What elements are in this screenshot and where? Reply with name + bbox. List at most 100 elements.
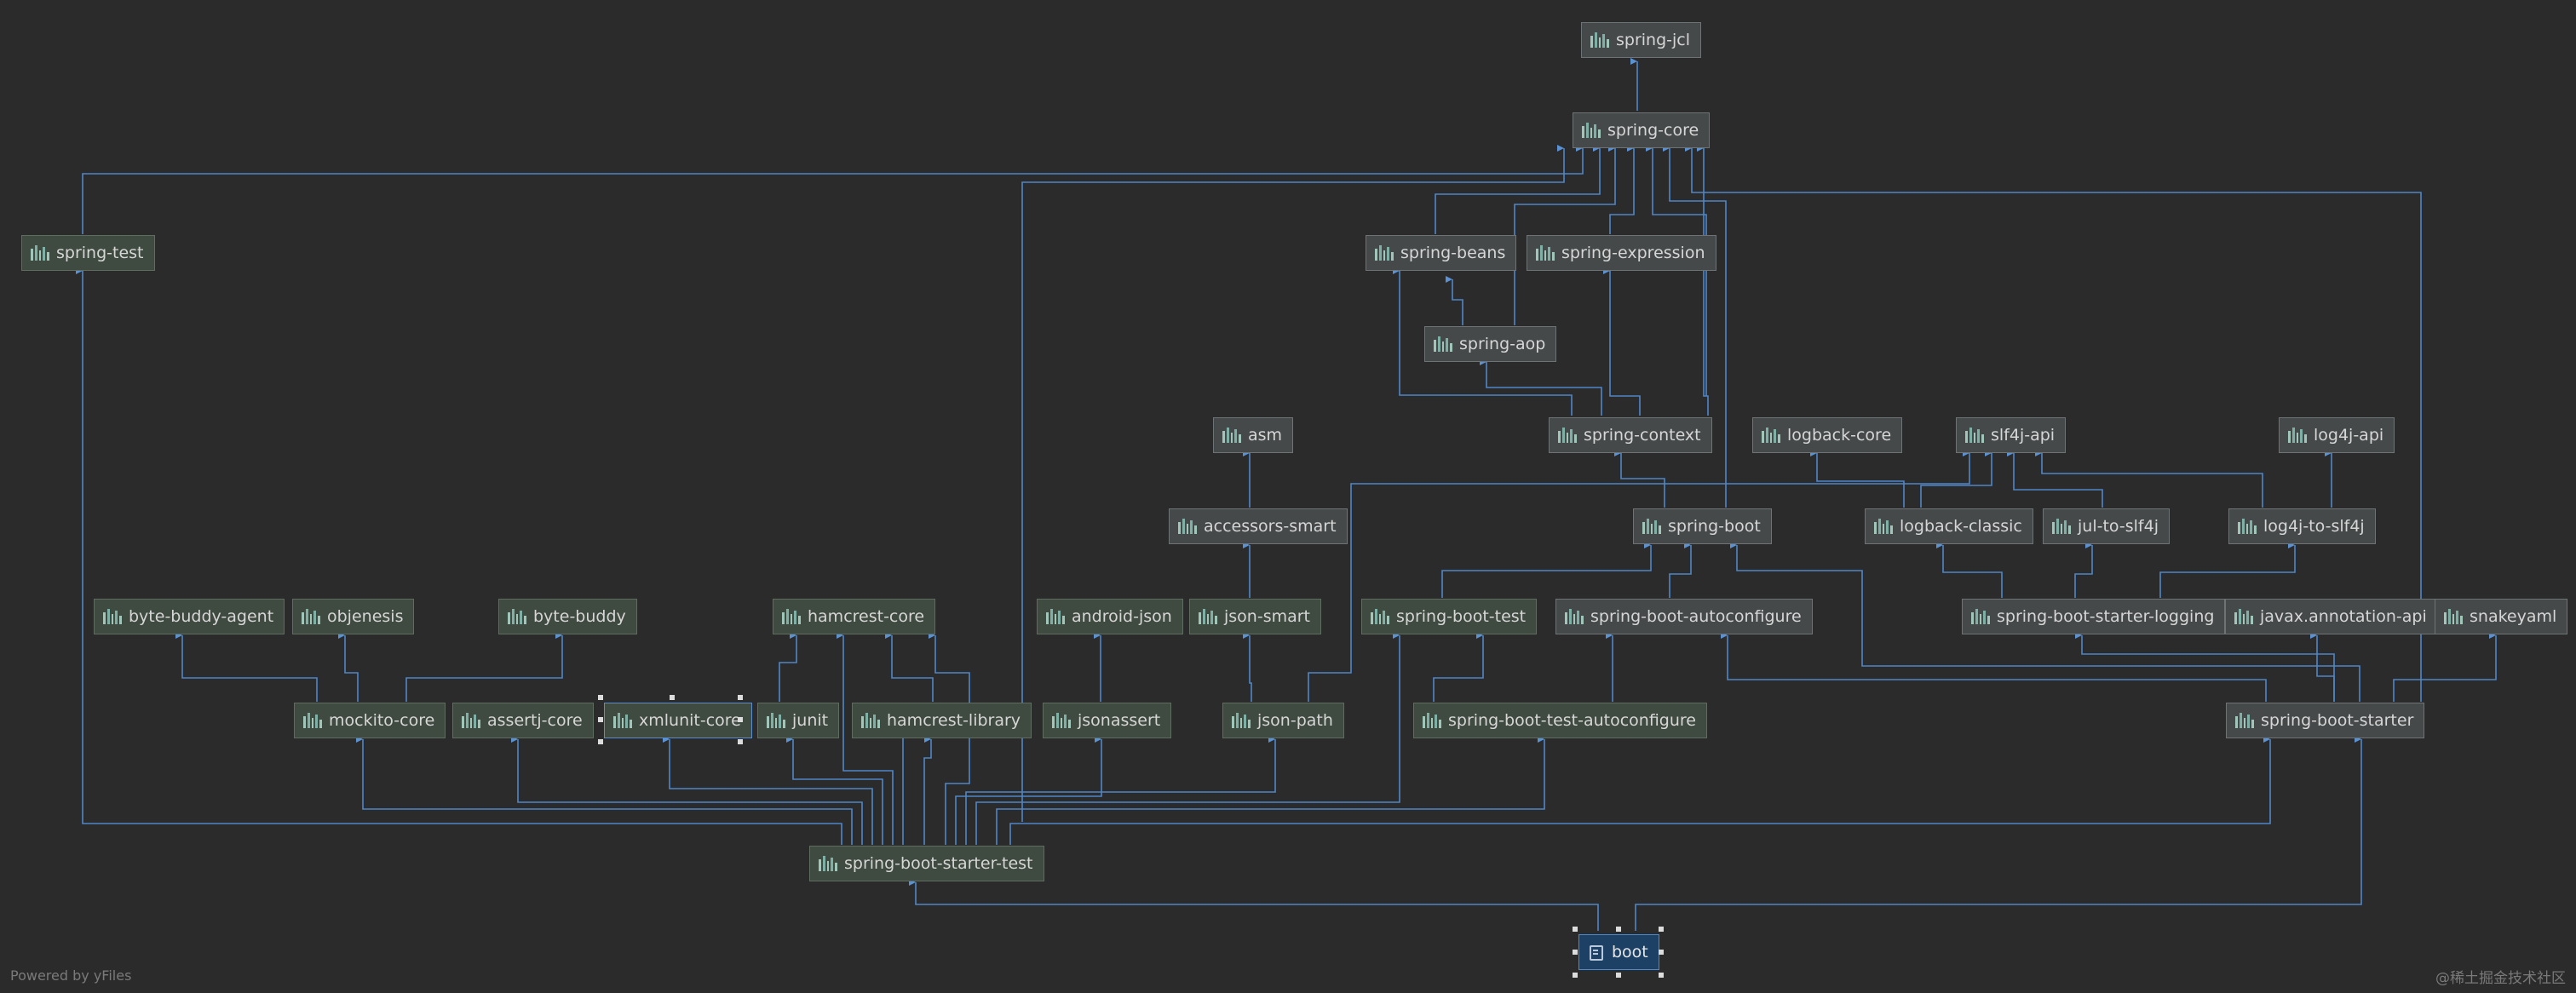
edge [1603, 267, 1641, 416]
node-spring-core[interactable]: spring-core [1573, 112, 1711, 148]
node-spring-boot-test[interactable]: spring-boot-test [1361, 599, 1538, 634]
node-asm[interactable]: asm [1213, 417, 1294, 453]
node-spring-aop[interactable]: spring-aop [1424, 326, 1557, 362]
node-logback-core[interactable]: logback-core [1752, 417, 1903, 453]
edge [1614, 450, 1665, 508]
library-icon [1052, 713, 1071, 728]
library-icon [1375, 245, 1394, 261]
selection-handle[interactable] [1659, 950, 1664, 955]
selection-handle[interactable] [598, 695, 603, 700]
library-icon [508, 609, 526, 624]
selection-handle[interactable] [598, 717, 603, 722]
node-byte-buddy[interactable]: byte-buddy [498, 599, 637, 634]
node-spring-boot[interactable]: spring-boot [1633, 508, 1772, 544]
node-json-smart[interactable]: json-smart [1189, 599, 1322, 634]
node-spring-context[interactable]: spring-context [1549, 417, 1712, 453]
node-spring-boot-starter[interactable]: spring-boot-starter [2226, 703, 2425, 738]
library-icon [1965, 428, 1984, 443]
library-icon [2444, 609, 2463, 624]
library-icon [613, 713, 632, 728]
node-boot-root[interactable]: boot [1578, 934, 1659, 970]
node-junit[interactable]: junit [757, 703, 840, 738]
node-snakeyaml[interactable]: snakeyaml [2435, 599, 2568, 634]
node-spring-boot-test-autoconfigure[interactable]: spring-boot-test-autoconfigure [1413, 703, 1707, 738]
node-accessors-smart[interactable]: accessors-smart [1169, 508, 1348, 544]
library-icon [1582, 123, 1601, 138]
edge [1663, 145, 1727, 508]
library-icon [2288, 428, 2307, 443]
edge [663, 736, 873, 845]
edge [2075, 632, 2335, 702]
edge [1435, 145, 1601, 234]
edge [1021, 145, 1565, 822]
edge [837, 632, 894, 845]
library-icon [819, 856, 837, 871]
edge [786, 736, 883, 845]
library-icon [782, 609, 801, 624]
library-icon [2235, 713, 2254, 728]
node-log4j-api[interactable]: log4j-api [2279, 417, 2395, 453]
edge [1433, 632, 1484, 702]
edge [511, 736, 863, 845]
selection-handle[interactable] [1573, 973, 1578, 978]
node-jsonassert[interactable]: jsonassert [1043, 703, 1172, 738]
edge [1635, 736, 2362, 931]
node-spring-boot-starter-test[interactable]: spring-boot-starter-test [809, 846, 1044, 881]
node-hamcrest-library[interactable]: hamcrest-library [852, 703, 1032, 738]
powered-by-label: Powered by yFiles [10, 967, 132, 984]
node-mockito-core[interactable]: mockito-core [294, 703, 446, 738]
node-logback-classic[interactable]: logback-classic [1865, 508, 2033, 544]
edge [175, 632, 318, 702]
selection-handle[interactable] [1659, 927, 1664, 932]
edge [965, 736, 1276, 845]
library-icon [1565, 609, 1584, 624]
edge [1609, 145, 1635, 234]
edge [1646, 145, 1707, 396]
edge [1920, 450, 1992, 508]
edge [2310, 632, 2335, 702]
edge [1685, 145, 2422, 702]
selection-handle[interactable] [670, 695, 675, 700]
node-json-path[interactable]: json-path [1222, 703, 1344, 738]
selection-handle[interactable] [1659, 973, 1664, 978]
selection-handle[interactable] [1573, 950, 1578, 955]
edge [1308, 450, 1970, 702]
library-icon [1178, 519, 1197, 534]
edge [2007, 450, 2103, 508]
edge [1441, 542, 1652, 598]
library-icon [1971, 609, 1990, 624]
node-jul-to-slf4j[interactable]: jul-to-slf4j [2043, 508, 2170, 544]
node-hamcrest-core[interactable]: hamcrest-core [773, 599, 936, 634]
edge [1721, 632, 2267, 702]
node-assertj-core[interactable]: assertj-core [452, 703, 594, 738]
node-spring-expression[interactable]: spring-expression [1527, 235, 1716, 271]
node-spring-test[interactable]: spring-test [21, 235, 155, 271]
node-javax-annotation-api[interactable]: javax.annotation-api [2225, 599, 2438, 634]
selection-handle[interactable] [738, 717, 743, 722]
edge [338, 632, 359, 702]
library-icon [1762, 428, 1780, 443]
node-log4j-to-slf4j[interactable]: log4j-to-slf4j [2228, 508, 2376, 544]
selection-handle[interactable] [738, 739, 743, 744]
selection-handle[interactable] [598, 739, 603, 744]
node-spring-boot-autoconfigure[interactable]: spring-boot-autoconfigure [1555, 599, 1813, 634]
node-spring-beans[interactable]: spring-beans [1366, 235, 1517, 271]
library-icon [1222, 428, 1241, 443]
node-slf4j-api[interactable]: slf4j-api [1956, 417, 2067, 453]
node-spring-jcl[interactable]: spring-jcl [1581, 22, 1702, 58]
node-android-json[interactable]: android-json [1037, 599, 1183, 634]
selection-handle[interactable] [738, 695, 743, 700]
edge [975, 632, 1400, 845]
selection-handle[interactable] [1616, 973, 1621, 978]
node-objenesis[interactable]: objenesis [292, 599, 415, 634]
node-xmlunit-core[interactable]: xmlunit-core [604, 703, 752, 738]
selection-handle[interactable] [1573, 927, 1578, 932]
edge [76, 267, 842, 845]
selection-handle[interactable] [1616, 927, 1621, 932]
node-spring-boot-starter-logging[interactable]: spring-boot-starter-logging [1962, 599, 2226, 634]
library-icon [1232, 713, 1251, 728]
edge [1480, 359, 1602, 416]
library-icon [1046, 609, 1065, 624]
node-byte-buddy-agent[interactable]: byte-buddy-agent [94, 599, 285, 634]
